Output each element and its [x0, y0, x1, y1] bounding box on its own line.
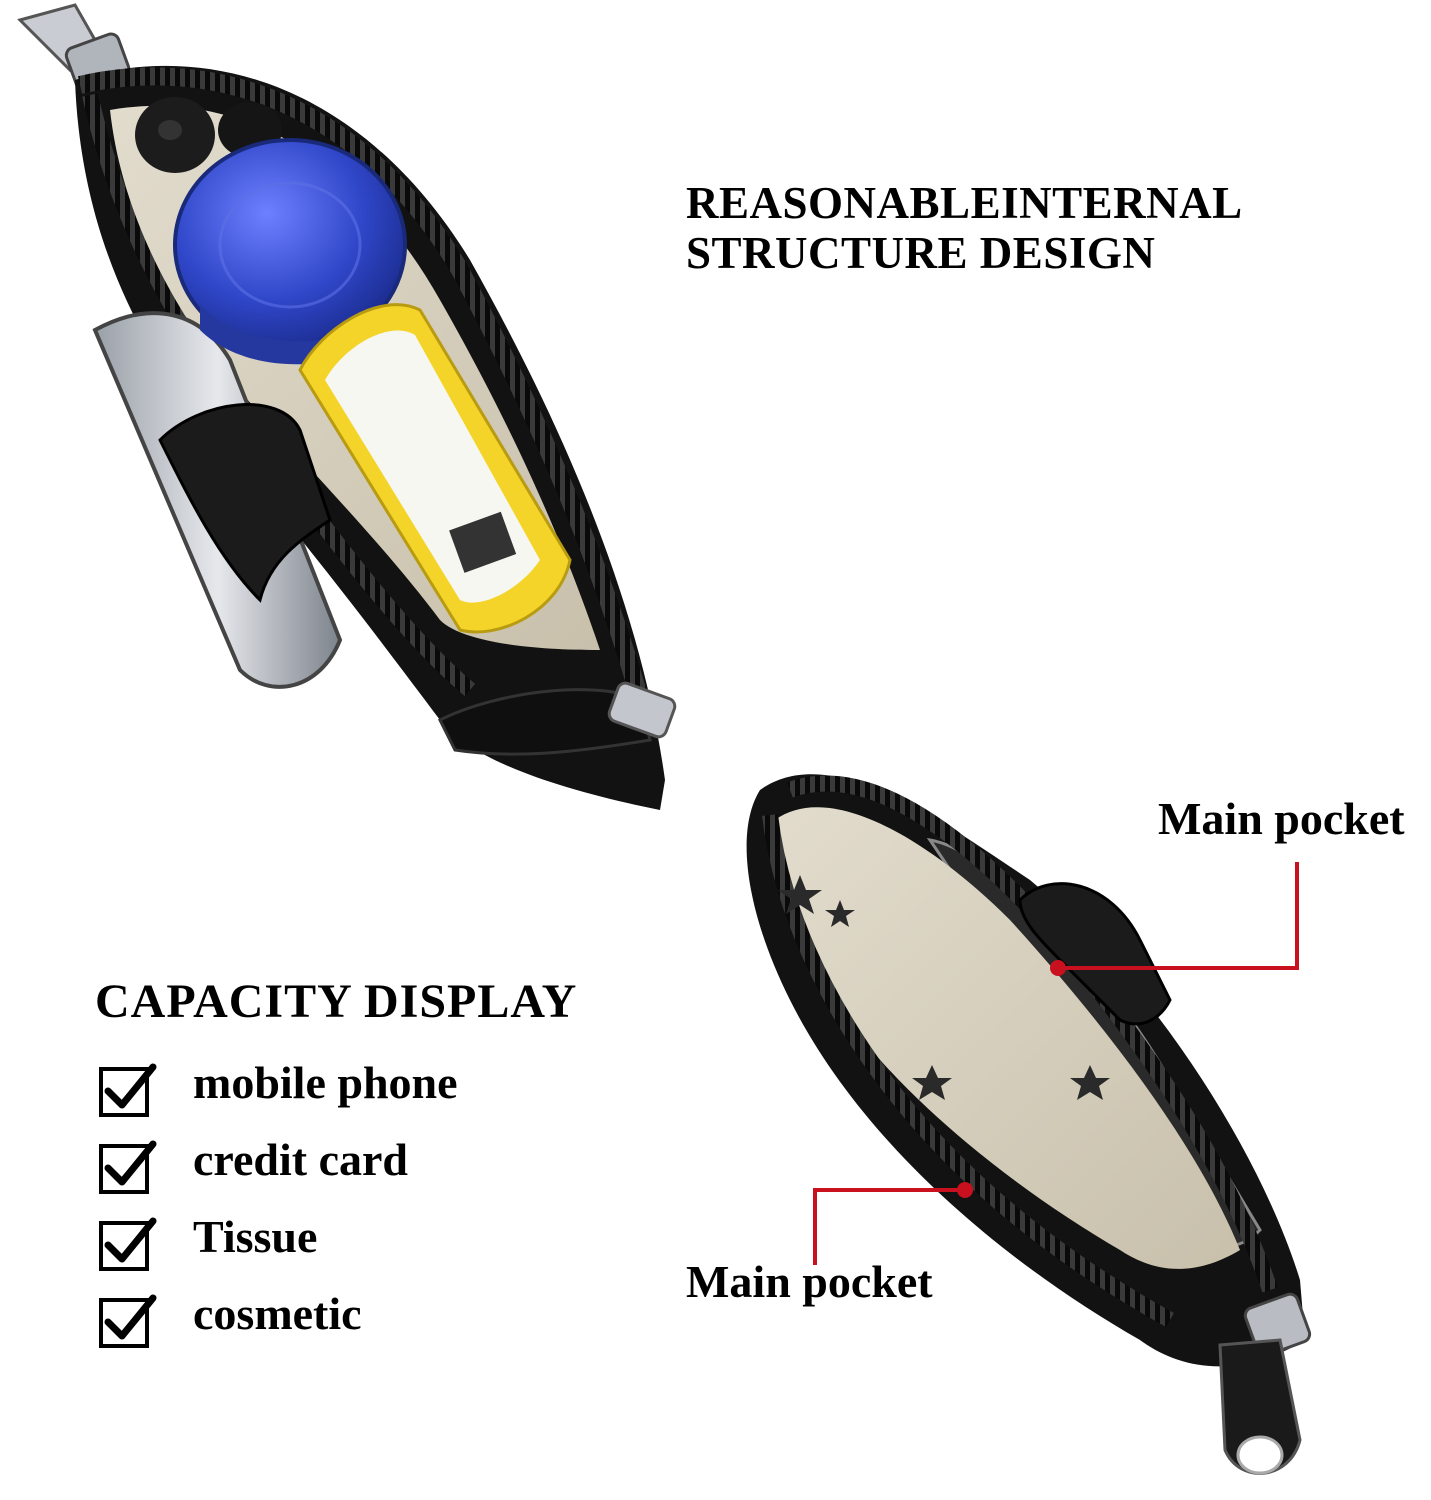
- callout-line-top: [1050, 862, 1299, 976]
- bottom-pouch: [746, 774, 1312, 1475]
- checkbox-checked-icon: [99, 1063, 157, 1117]
- heading-line-1: REASONABLEINTERNAL: [686, 178, 1243, 228]
- capacity-item-label: Tissue: [193, 1211, 318, 1262]
- capacity-item-label: cosmetic: [193, 1288, 362, 1339]
- capacity-item-label: mobile phone: [193, 1057, 458, 1108]
- leather-strap-bottom: [1018, 882, 1172, 1026]
- checkbox-checked-icon: [99, 1217, 157, 1271]
- callout-label-bottom: Main pocket: [686, 1256, 933, 1307]
- leather-strap: [158, 403, 332, 603]
- checkbox-checked-icon: [99, 1294, 157, 1348]
- capacity-item-mobile-phone: mobile phone: [98, 1055, 458, 1132]
- capacity-item-cosmetic: cosmetic: [98, 1286, 458, 1363]
- capacity-title: CAPACITY DISPLAY: [95, 975, 578, 1028]
- bottom-strap: [437, 681, 677, 756]
- top-pouch: [17, 3, 677, 811]
- capacity-item-tissue: Tissue: [98, 1209, 458, 1286]
- capacity-item-credit-card: credit card: [98, 1132, 458, 1209]
- heading-line-2: STRUCTURE DESIGN: [686, 228, 1156, 278]
- star-pattern: [778, 875, 1110, 1100]
- zipper-pull-bottom: [1218, 1292, 1312, 1475]
- capacity-list: mobile phone credit card Tissue cosmetic: [98, 1055, 458, 1363]
- black-cap: [135, 97, 282, 173]
- heading: REASONABLEINTERNAL STRUCTURE DESIGN: [686, 178, 1386, 278]
- callout-label-top: Main pocket: [1158, 793, 1405, 844]
- checkbox-checked-icon: [99, 1140, 157, 1194]
- callout-line-bottom: [813, 1182, 973, 1265]
- capacity-item-label: credit card: [193, 1134, 409, 1185]
- tissue-packet: [298, 303, 572, 634]
